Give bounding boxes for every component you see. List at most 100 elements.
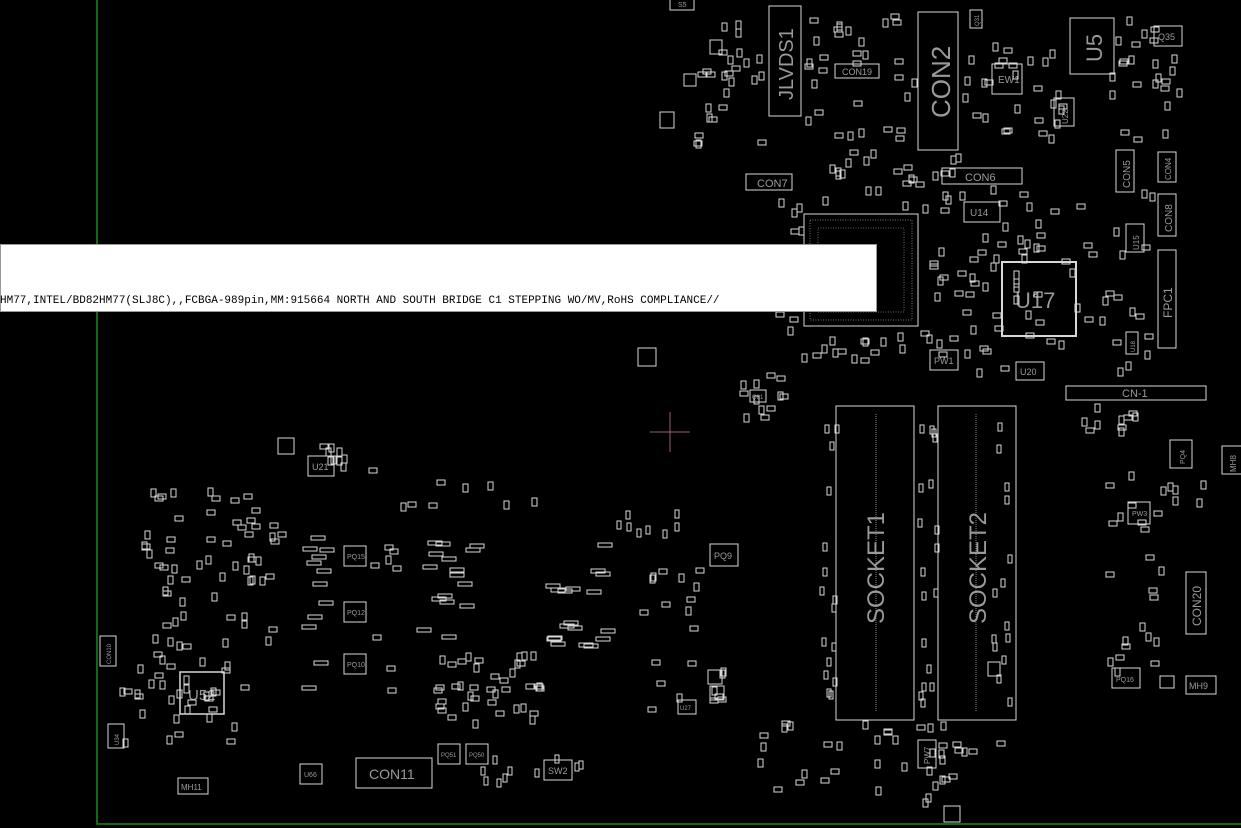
passive-part [1003, 47, 1013, 54]
con20-connector[interactable]: CON20 [1185, 571, 1207, 635]
passive-part [998, 200, 1008, 207]
passive-part [174, 731, 184, 738]
pq12-part[interactable]: PQ12 [343, 601, 367, 623]
mh9-hole[interactable]: MH9 [1185, 675, 1217, 695]
q31-part[interactable]: Q31 [969, 9, 983, 29]
u22-part[interactable]: U22 [1053, 97, 1075, 127]
passive-part [987, 661, 1001, 677]
passive-part [777, 391, 784, 401]
passive-part [447, 714, 457, 721]
u18-part[interactable]: U18 [1125, 331, 1139, 355]
pq51-part[interactable]: PQ51 [437, 743, 461, 765]
passive-part [1088, 251, 1098, 258]
q35-part[interactable]: Q35 [1153, 25, 1183, 47]
passive-part [996, 740, 1006, 747]
s5-part[interactable]: S5 [669, 0, 695, 11]
passive-part [1115, 654, 1125, 661]
passive-part [969, 256, 979, 263]
u14-chip[interactable]: U14 [963, 201, 1001, 223]
con4-connector[interactable]: CON4 [1157, 151, 1177, 183]
con19-part[interactable]: CON19 [834, 63, 880, 79]
socket1-dimm[interactable]: SOCKET1 [835, 405, 915, 721]
u15-chip[interactable]: U15 [1125, 223, 1145, 253]
passive-part [268, 626, 278, 633]
passive-part [919, 424, 925, 434]
passive-part [1099, 316, 1106, 326]
passive-part [435, 541, 451, 547]
passive-part [1042, 57, 1049, 67]
cn1-connector[interactable]: CN-1 [1065, 385, 1207, 401]
pw7-part[interactable]: PW7 [917, 739, 937, 769]
pw1-part[interactable]: PW1 [929, 349, 959, 371]
passive-part [758, 71, 765, 81]
passive-part [187, 699, 197, 706]
pq10-part[interactable]: PQ10 [343, 653, 367, 675]
passive-part [709, 685, 725, 701]
con11-connector[interactable]: CON11 [355, 757, 433, 789]
passive-part [982, 282, 989, 292]
u5-chip[interactable]: U5 [1069, 17, 1115, 75]
passive-part [743, 58, 750, 68]
sw2-switch[interactable]: SW2 [543, 759, 573, 781]
u20-part[interactable]: U20 [1015, 361, 1045, 381]
pq16-part[interactable]: PQ16 [1111, 667, 1141, 689]
passive-part [1085, 427, 1095, 434]
pq15-part[interactable]: PQ15 [343, 545, 367, 567]
u21-part[interactable]: U21 [307, 455, 335, 477]
pq50-part[interactable]: PQ50 [465, 743, 489, 765]
mh11-hole[interactable]: MH11 [177, 777, 209, 795]
mh8-hole[interactable]: MH8 [1221, 445, 1241, 475]
q81-part[interactable]: Q81 [749, 389, 767, 403]
s5-label: S5 [678, 2, 687, 9]
con7-connector[interactable]: CON7 [745, 173, 793, 191]
pq51-label: PQ51 [441, 753, 457, 759]
passive-part [232, 561, 239, 571]
con11-label: CON11 [369, 766, 415, 782]
con5-connector[interactable]: CON5 [1115, 149, 1135, 193]
passive-part [269, 522, 279, 529]
passive-part [822, 196, 829, 206]
jlvds1-connector[interactable]: JLVDS1 [768, 5, 802, 117]
passive-part [1074, 303, 1081, 313]
passive-part [330, 455, 337, 465]
passive-part [492, 755, 498, 765]
ew1-part[interactable]: EW1 [991, 63, 1023, 95]
passive-part [1105, 290, 1115, 297]
passive-part [686, 596, 696, 603]
passive-part [982, 113, 989, 123]
pw3-part[interactable]: PW3 [1127, 501, 1151, 525]
passive-part [530, 651, 537, 661]
u66-part[interactable]: U66 [299, 763, 323, 785]
pq9-part[interactable]: PQ9 [709, 543, 739, 567]
socket2-dimm[interactable]: SOCKET2 [937, 405, 1017, 721]
passive-part [341, 454, 348, 464]
con10-connector[interactable]: CON10 [99, 635, 117, 667]
passive-part [563, 620, 579, 626]
passive-part [431, 596, 447, 602]
con6-connector[interactable]: CON6 [941, 167, 1023, 185]
passive-part [457, 581, 473, 587]
pq4-part[interactable]: PQ4 [1169, 439, 1193, 469]
passive-part [829, 441, 835, 451]
fpc1-connector[interactable]: FPC1 [1157, 249, 1177, 349]
pq10-label: PQ10 [347, 662, 365, 669]
u34-part[interactable]: U34 [107, 723, 125, 749]
passive-part [880, 337, 887, 347]
con2-connector[interactable]: CON2 [917, 11, 959, 151]
passive-part [1014, 104, 1021, 114]
passive-part [801, 769, 808, 779]
passive-part [157, 493, 167, 500]
passive-part [1120, 129, 1130, 136]
passive-part [934, 525, 940, 535]
passive-part [171, 564, 178, 574]
con8-connector[interactable]: CON8 [1157, 193, 1177, 237]
passive-part [801, 353, 808, 363]
passive-part [735, 20, 742, 30]
u27-part[interactable]: U27 [677, 699, 697, 715]
passive-part [1038, 130, 1048, 137]
passive-part [707, 669, 723, 685]
passive-part [122, 738, 129, 748]
passive-part [265, 573, 275, 580]
passive-part [759, 732, 769, 739]
